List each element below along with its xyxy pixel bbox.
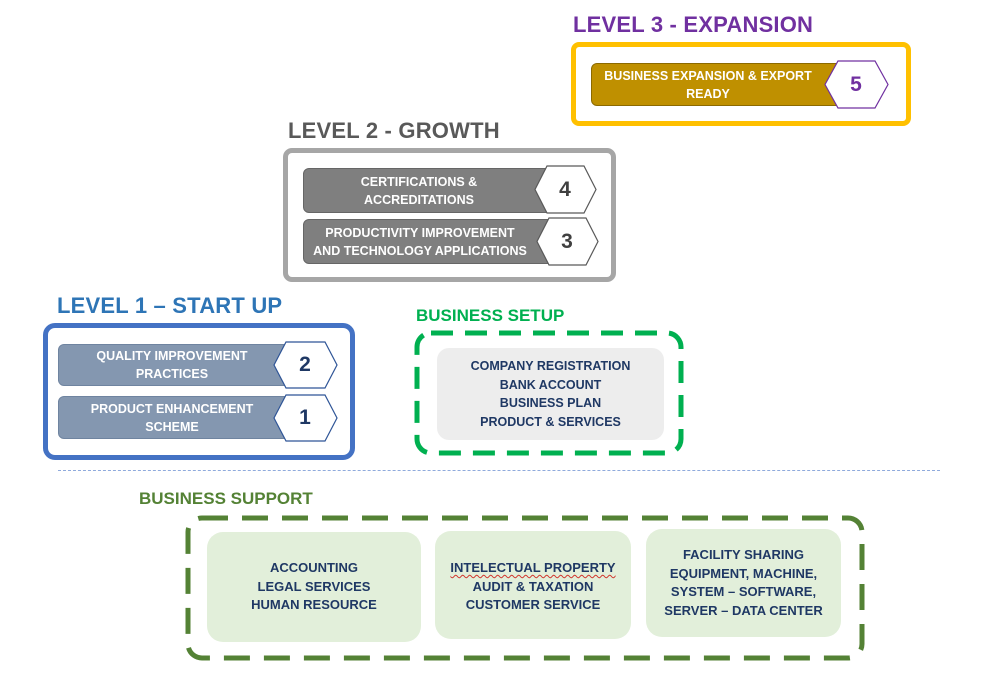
step-2-label-line1: QUALITY IMPROVEMENT (96, 349, 248, 363)
step-2-label-line2: PRACTICES (135, 367, 209, 381)
support-item: INTELECTUAL PROPERTY (450, 560, 616, 575)
business-setup-title: BUSINESS SETUP (416, 306, 565, 325)
step-3-box: PRODUCTIVITY IMPROVEMENT AND TECHNOLOGY … (303, 219, 555, 264)
step-4-number: 4 (559, 177, 571, 201)
level1-frame (43, 323, 355, 460)
setup-item: BUSINESS PLAN (499, 396, 602, 410)
hexagon-shape (273, 394, 338, 442)
step-2-marker: 2 (272, 341, 338, 389)
support-item: HUMAN RESOURCE (251, 597, 377, 613)
support-card-ip: INTELECTUAL PROPERTY AUDIT & TAXATION CU… (435, 531, 631, 639)
support-item: AUDIT & TAXATION (472, 578, 594, 594)
hexagon-shape (536, 217, 599, 266)
step-1-number: 1 (299, 406, 311, 429)
step-5-marker: 5 (823, 60, 889, 109)
step-3-label-line1: PRODUCTIVITY IMPROVEMENT (325, 225, 515, 240)
step-2-box: QUALITY IMPROVEMENT PRACTICES (58, 344, 304, 386)
level3-frame (571, 42, 911, 126)
support-item: CUSTOMER SERVICE (465, 597, 601, 612)
hexagon-shape (534, 165, 597, 214)
step-4-box: CERTIFICATIONS & ACCREDITATIONS (303, 168, 553, 213)
setup-item: BANK ACCOUNT (499, 377, 602, 392)
section-divider (58, 470, 940, 471)
step-4-marker: 4 (533, 165, 597, 214)
step-1-label-line1: PRODUCT ENHANCEMENT (90, 401, 254, 416)
support-item: FACILITY SHARING (682, 547, 805, 562)
level1-title: LEVEL 1 – START UP (57, 293, 283, 318)
step-4-label-line2: ACCREDITATIONS (364, 192, 474, 207)
setup-item: PRODUCT & SERVICES (480, 414, 621, 429)
level2-frame (283, 148, 616, 282)
support-item: EQUIPMENT, MACHINE, (669, 565, 818, 581)
step-1-box: PRODUCT ENHANCEMENT SCHEME (58, 396, 304, 439)
hexagon-shape (273, 341, 338, 389)
step-1-label-line2: SCHEME (145, 419, 199, 434)
business-setup-card: COMPANY REGISTRATION BANK ACCOUNT BUSINE… (437, 348, 664, 440)
business-support-dashed-frame (185, 515, 865, 661)
step-3-number: 3 (561, 229, 573, 253)
step-5-box: BUSINESS EXPANSION & EXPORT READY (591, 63, 843, 106)
support-item: SERVER – DATA CENTER (664, 602, 823, 618)
setup-item: COMPANY REGISTRATION (470, 359, 631, 373)
step-4-label-line1: CERTIFICATIONS & (360, 174, 478, 189)
support-card-admin: ACCOUNTING LEGAL SERVICES HUMAN RESOURCE (207, 532, 421, 642)
step-3-marker: 3 (535, 217, 599, 266)
support-card-facility: FACILITY SHARING EQUIPMENT, MACHINE, SYS… (646, 529, 841, 637)
support-item: SYSTEM – SOFTWARE, (670, 584, 817, 599)
support-item: ACCOUNTING (269, 560, 359, 576)
step-3-label-line2: AND TECHNOLOGY APPLICATIONS (313, 243, 527, 258)
level3-title: LEVEL 3 - EXPANSION (573, 12, 814, 37)
business-support-title: BUSINESS SUPPORT (139, 489, 313, 508)
step-1-marker: 1 (272, 394, 338, 442)
level2-title: LEVEL 2 - GROWTH (288, 118, 500, 143)
hexagon-shape (824, 60, 889, 109)
step-5-label-line2: READY (686, 86, 730, 101)
step-5-number: 5 (850, 72, 862, 96)
business-setup-dashed-frame (414, 330, 684, 456)
support-item: LEGAL SERVICES (257, 578, 371, 594)
step-2-number: 2 (299, 353, 311, 376)
step-5-label-line1: BUSINESS EXPANSION & EXPORT (604, 68, 812, 83)
